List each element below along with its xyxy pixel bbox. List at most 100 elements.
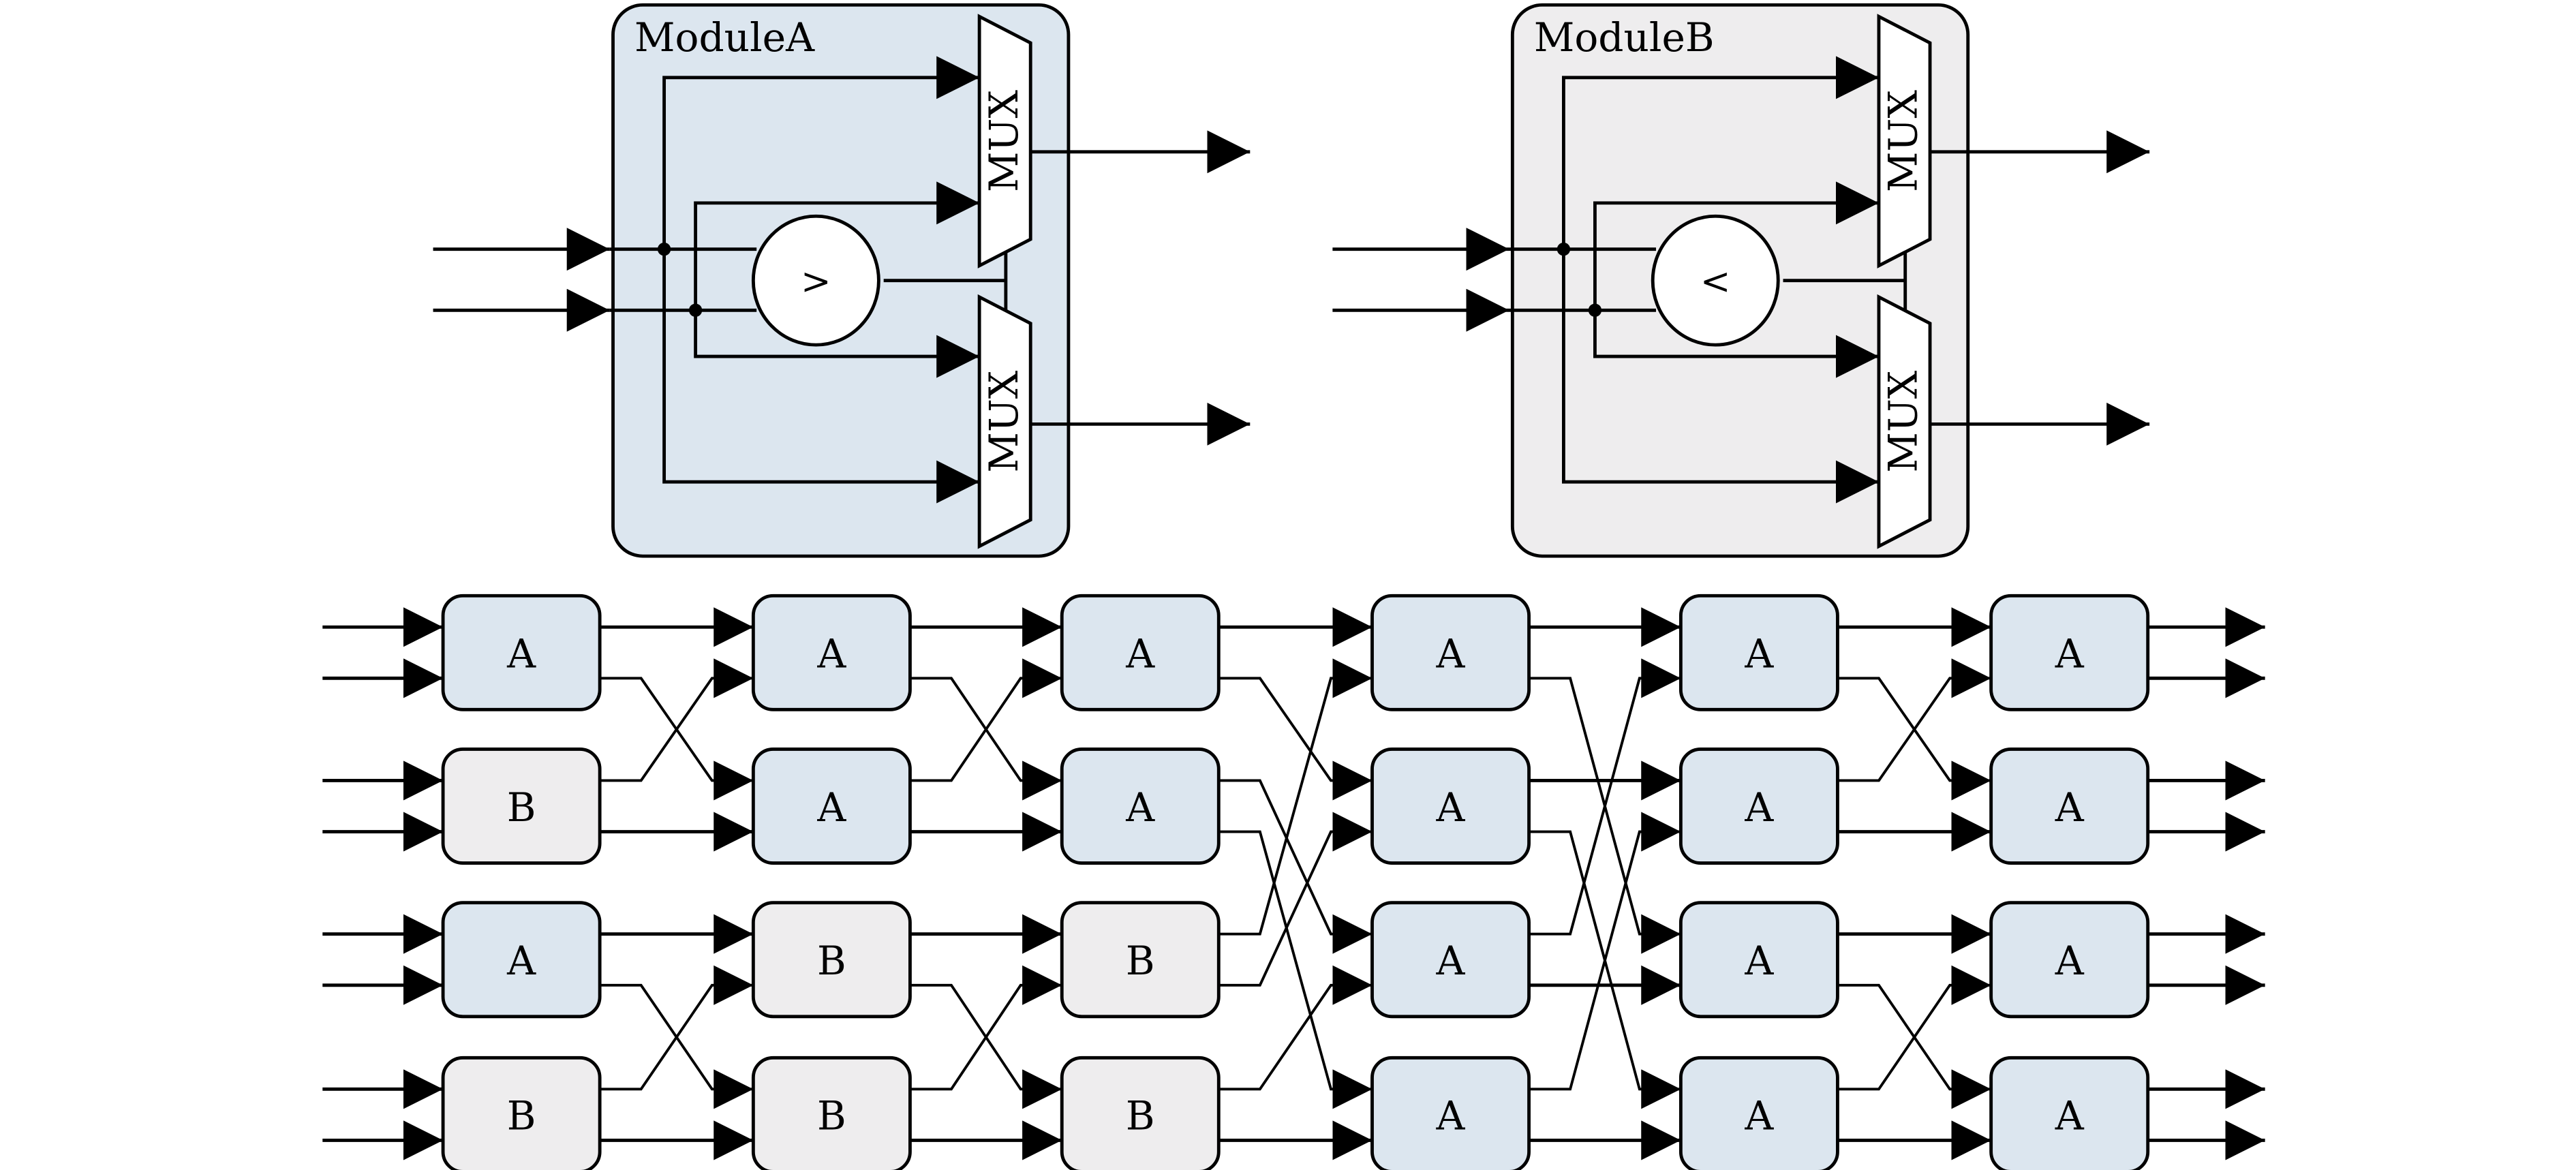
mux-2: MUX (1877, 294, 1932, 549)
comparator-symbol: < (1700, 260, 1731, 303)
block-frame (1678, 594, 1839, 711)
block-frame (441, 594, 602, 711)
mux-label: MUX (981, 370, 1027, 472)
comparator-circle (751, 214, 880, 347)
block-label: A (1744, 1093, 1774, 1139)
mux-label: MUX (1880, 90, 1927, 192)
block-label: A (1744, 631, 1774, 677)
block-label: A (1125, 784, 1155, 831)
network-block-a: A (1989, 594, 2150, 711)
junction-dot (1588, 303, 1602, 317)
block-label: B (507, 784, 536, 831)
junction-dot (657, 242, 671, 256)
block-frame (1060, 901, 1221, 1019)
block-label: A (506, 938, 536, 984)
junction-dot (1557, 242, 1571, 256)
block-label: A (2055, 1093, 2085, 1139)
mux-shape (977, 294, 1032, 549)
block-frame (1678, 748, 1839, 865)
network-crossing-wire (1837, 658, 1991, 782)
block-label: A (1436, 784, 1466, 831)
wire-to-mux1-in1 (662, 56, 980, 249)
mux-label: MUX (1880, 370, 1927, 472)
network-crossing-wire (600, 965, 754, 1091)
block-frame (751, 594, 912, 711)
network-block-a: A (1989, 901, 2150, 1019)
network-block-a: A (751, 748, 912, 865)
network-block-b: B (751, 1056, 912, 1170)
comparator-circle (1651, 214, 1780, 347)
network-crossing-wire (600, 658, 754, 782)
block-frame (1060, 748, 1221, 865)
block-label: A (2055, 631, 2085, 677)
mux-shape (1877, 14, 1932, 268)
network-block-b: B (1060, 901, 1221, 1019)
block-frame (1989, 594, 2150, 711)
network-block-a: A (1370, 594, 1531, 711)
network-crossing-wire (1218, 658, 1373, 936)
block-label: B (1126, 938, 1155, 984)
network-block-a: A (441, 594, 602, 711)
block-frame (1678, 901, 1839, 1019)
block-frame (1678, 1056, 1839, 1170)
mux-1: MUX (1877, 14, 1932, 268)
network-block-a: A (1678, 901, 1839, 1019)
wire-to-mux1-in2 (1593, 181, 1879, 311)
block-label: A (1436, 938, 1466, 984)
block-frame (751, 748, 912, 865)
network-block-a: A (1678, 594, 1839, 711)
network-crossing-wire (1837, 965, 1991, 1091)
module-a-title: ModuleA (634, 14, 815, 61)
block-label: B (817, 938, 846, 984)
block-label: A (1436, 1093, 1466, 1139)
network-block-a: A (1060, 748, 1221, 865)
sorting-network: A B A B A A B B A A B B A A A A A A A A A A A A (322, 594, 2265, 1170)
block-frame (1060, 1056, 1221, 1170)
block-frame (1989, 748, 2150, 865)
wire-to-mux1-in2 (694, 181, 980, 311)
network-block-a: A (1678, 1056, 1839, 1170)
comparator-symbol: > (801, 260, 831, 303)
block-label: B (817, 1093, 846, 1139)
block-frame (441, 748, 602, 865)
network-block-a: A (1989, 1056, 2150, 1170)
block-label: A (1744, 784, 1774, 831)
network-crossing-wire (1529, 812, 1681, 1091)
block-frame (751, 901, 912, 1019)
block-label: A (816, 631, 846, 677)
network-crossing-wire (1218, 965, 1373, 1091)
block-label: A (816, 784, 846, 831)
network-block-a: A (1370, 748, 1531, 865)
wire-to-mux2-in1 (1593, 310, 1879, 378)
wire-to-mux2-in2 (662, 249, 980, 504)
block-label: A (2055, 938, 2085, 984)
wire-to-mux2-in1 (694, 310, 980, 378)
network-crossing-wire (1218, 830, 1373, 1109)
network-crossing-wire (1218, 779, 1373, 954)
block-label: A (1744, 938, 1774, 984)
block-label: A (1125, 631, 1155, 677)
network-block-b: B (751, 901, 912, 1019)
block-frame (1989, 1056, 2150, 1170)
network-crossing-wire (910, 965, 1062, 1091)
block-label: A (506, 631, 536, 677)
network-block-b: B (441, 1056, 602, 1170)
network-crossing-wire (1218, 812, 1373, 987)
module-b-title: ModuleB (1534, 14, 1715, 61)
network-block-b: B (1060, 1056, 1221, 1170)
block-frame (1370, 1056, 1531, 1170)
network-crossing-wire (1529, 658, 1681, 936)
wire-to-mux1-in1 (1562, 56, 1879, 249)
block-frame (1370, 748, 1531, 865)
block-frame (441, 901, 602, 1019)
network-crossing-wire (1218, 677, 1373, 801)
network-block-b: B (441, 748, 602, 865)
network-crossing-wire (910, 658, 1062, 782)
block-label: A (2055, 784, 2085, 831)
block-frame (751, 1056, 912, 1170)
network-block-a: A (1370, 1056, 1531, 1170)
block-frame (1989, 901, 2150, 1019)
mux-2: MUX (977, 294, 1032, 549)
